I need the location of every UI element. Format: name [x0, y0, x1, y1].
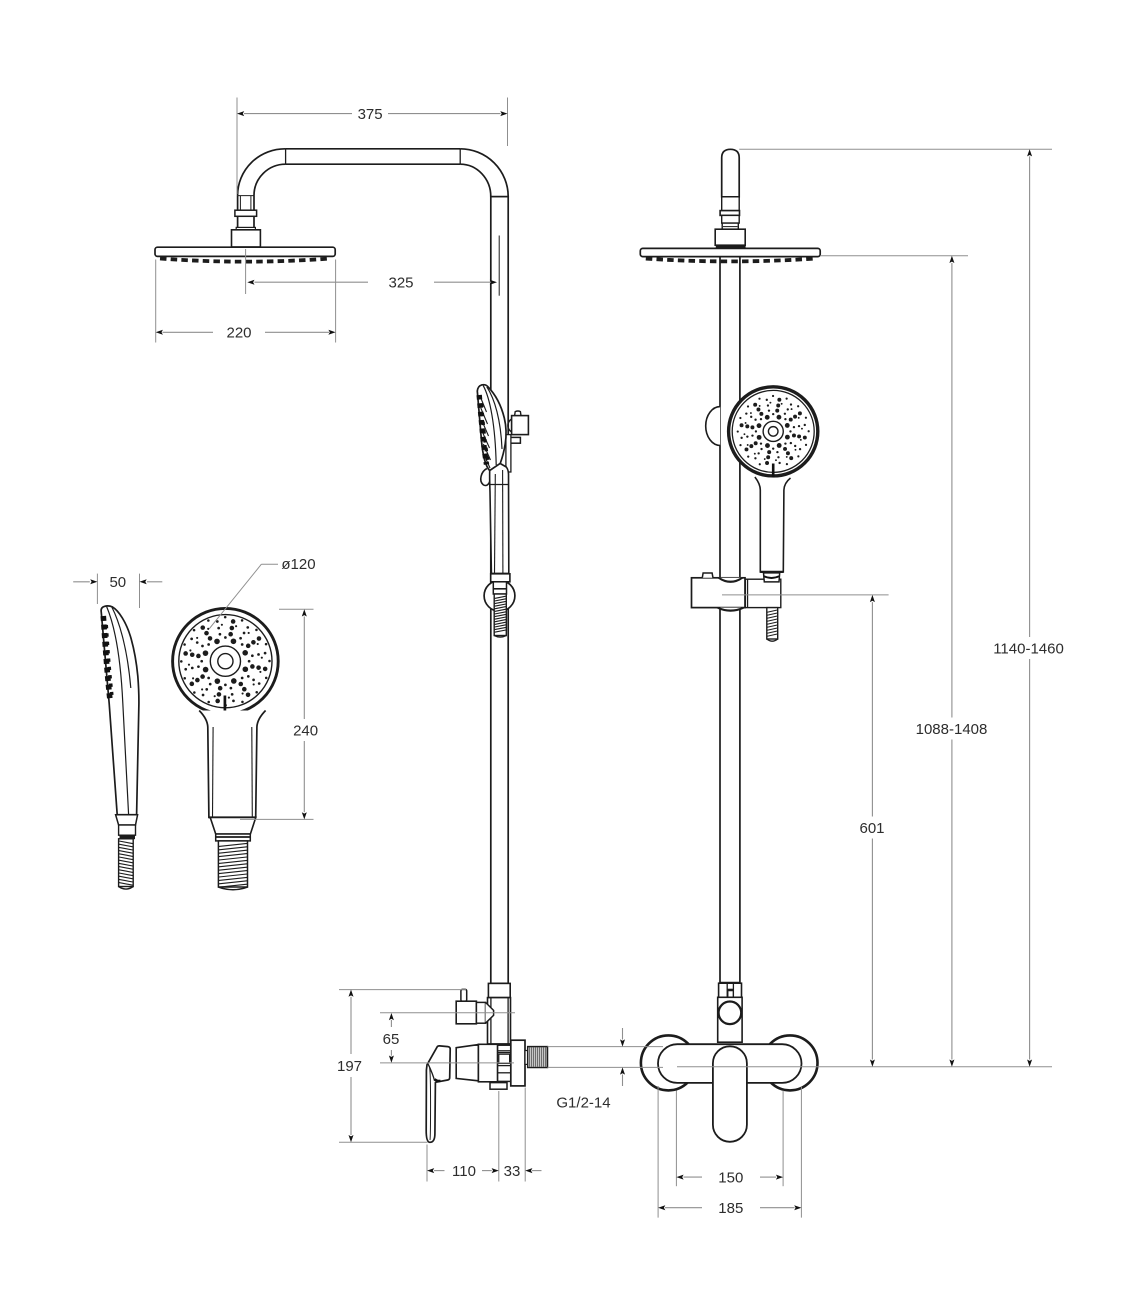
svg-text:220: 220	[226, 325, 251, 342]
svg-text:ø120: ø120	[281, 556, 315, 573]
svg-text:110: 110	[452, 1163, 476, 1180]
svg-text:197: 197	[337, 1058, 362, 1075]
svg-text:325: 325	[388, 275, 413, 292]
svg-text:50: 50	[109, 574, 126, 591]
svg-text:1140-1460: 1140-1460	[993, 640, 1064, 657]
svg-text:601: 601	[859, 820, 884, 837]
svg-text:150: 150	[718, 1169, 743, 1186]
svg-text:185: 185	[718, 1200, 743, 1217]
svg-text:33: 33	[504, 1163, 521, 1180]
svg-text:65: 65	[383, 1031, 400, 1048]
svg-text:375: 375	[358, 106, 383, 123]
svg-text:240: 240	[293, 723, 318, 740]
svg-text:G1/2-14: G1/2-14	[556, 1094, 610, 1111]
svg-text:1088-1408: 1088-1408	[916, 721, 988, 738]
